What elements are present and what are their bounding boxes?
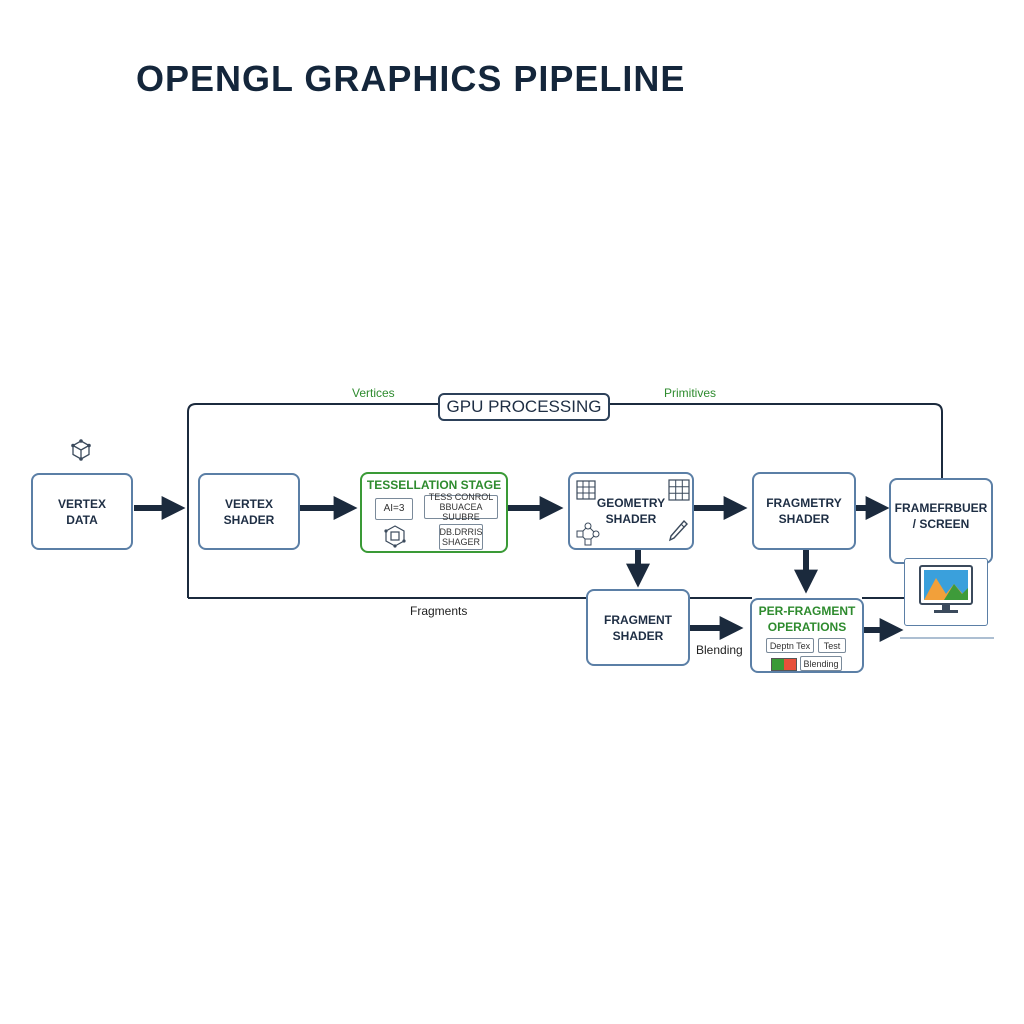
- fragmetry-shader-node: FRAGMETRY SHADER: [752, 472, 856, 550]
- vertex-data-line1: VERTEX: [57, 496, 106, 511]
- fragment-shader-line2: SHADER: [612, 628, 664, 643]
- tess-shape-icon: [382, 523, 408, 553]
- fragment-shader-line1: FRAGMENT: [604, 612, 672, 627]
- page-title: OPENGL GRAPHICS PIPELINE: [136, 58, 686, 99]
- fragment-shader-node: FRAGMENT SHADER: [586, 589, 690, 666]
- geometry-shader-line1: GEOMETRY: [596, 496, 666, 510]
- vertex-shader-line2: SHADER: [223, 512, 275, 527]
- framebuffer-line2: / SCREEN: [912, 517, 970, 531]
- per-fragment-operations-node: PER-FRAGMENT OPERATIONS Deptn Tex Test B…: [750, 598, 864, 673]
- tess-eval-line2: SHAGER: [441, 537, 480, 547]
- tess-mini-ai: AI=3: [375, 498, 413, 520]
- graph-nodes-icon: [575, 520, 601, 550]
- cube-icon: [69, 438, 93, 467]
- tess-eval-mini: DB.DRRIS SHAGER: [439, 524, 483, 550]
- blending-label: Blending: [696, 643, 743, 657]
- fragments-label: Fragments: [410, 604, 468, 618]
- tess-control-mini: TESS CONROL BBUACEA SUUBRE: [424, 492, 498, 522]
- framebuffer-line1: FRAMEFRBUER: [894, 501, 988, 515]
- tessellation-title: TESSELLATION STAGE: [366, 478, 502, 492]
- blending-chip: Blending: [800, 656, 842, 671]
- tess-control-line2: BBUACEA SUUBRE: [439, 502, 483, 522]
- geometry-shader-node: GEOMETRY SHADER: [568, 472, 694, 550]
- color-swatch-icon: [771, 658, 797, 671]
- vertices-label: Vertices: [352, 386, 395, 400]
- per-fragment-title: PER-FRAGMENT OPERATIONS: [752, 603, 862, 635]
- vertex-data-node: VERTEX DATA: [31, 473, 133, 550]
- gpu-processing-label: GPU PROCESSING: [438, 393, 610, 421]
- gpu-loop-line-right: [610, 403, 943, 478]
- tessellation-stage-node: TESSELLATION STAGE AI=3 TESS CONROL BBUA…: [360, 472, 508, 553]
- screen-node: [904, 558, 988, 626]
- tess-control-line1: TESS CONROL: [428, 492, 494, 502]
- per-fragment-line2: OPERATIONS: [767, 620, 847, 634]
- primitives-label: Primitives: [664, 386, 717, 400]
- tess-eval-line1: DB.DRRIS: [439, 527, 483, 537]
- vertex-data-line2: DATA: [66, 512, 98, 527]
- framebuffer-node: FRAMEFRBUER / SCREEN: [889, 478, 993, 564]
- geometry-shader-line2: SHADER: [605, 512, 657, 526]
- vertex-shader-line1: VERTEX: [224, 496, 273, 511]
- fragmetry-shader-line2: SHADER: [778, 512, 830, 526]
- bar-chart-icon: [575, 479, 597, 505]
- test-chip: Test: [818, 638, 846, 653]
- grid-icon: [668, 479, 690, 505]
- depth-tex-chip: Deptn Tex: [766, 638, 814, 653]
- monitor-icon: [918, 564, 974, 620]
- vertex-shader-node: VERTEX SHADER: [198, 473, 300, 550]
- per-fragment-line1: PER-FRAGMENT: [758, 604, 856, 618]
- pencil-icon: [666, 518, 690, 548]
- fragmetry-shader-line1: FRAGMETRY: [766, 496, 842, 510]
- gpu-loop-line: [187, 403, 438, 598]
